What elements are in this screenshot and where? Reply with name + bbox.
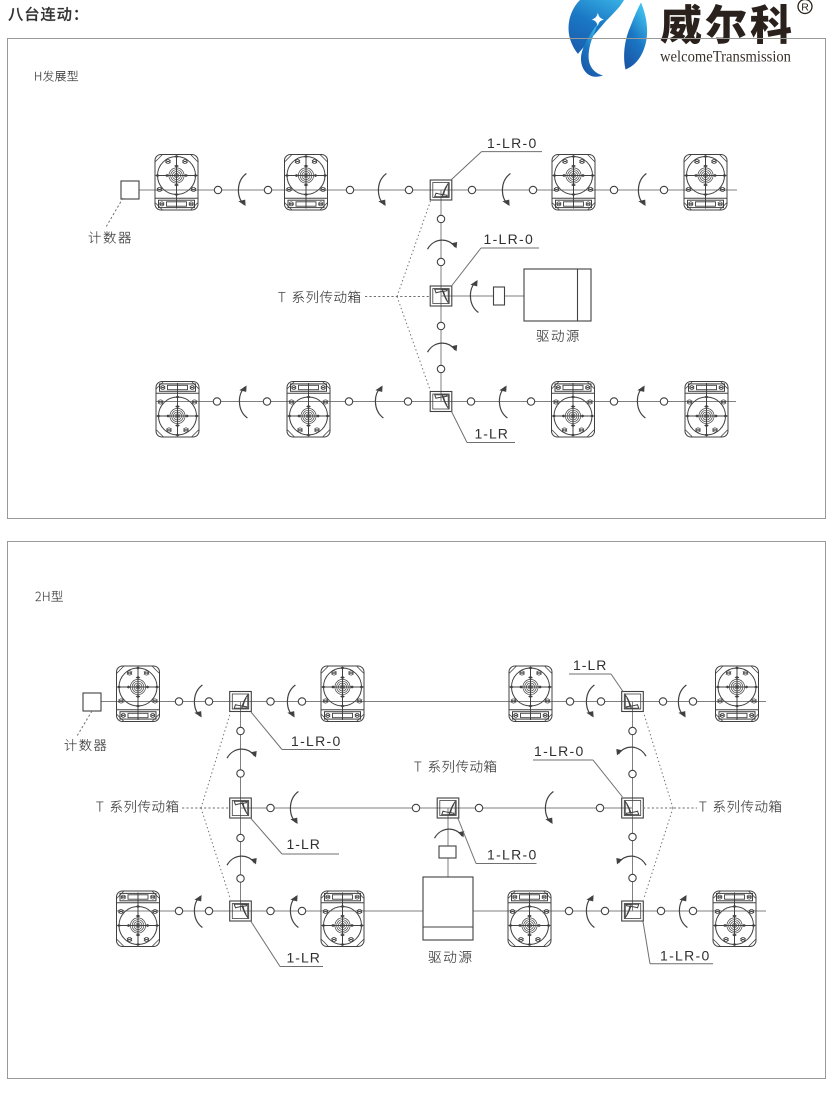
svg-text:1-LR: 1-LR bbox=[287, 836, 321, 852]
svg-text:welcomeTransmission: welcomeTransmission bbox=[660, 49, 791, 66]
svg-text:1-LR-0: 1-LR-0 bbox=[487, 135, 538, 151]
svg-text:1-LR-0: 1-LR-0 bbox=[660, 948, 711, 964]
svg-text:1-LR-0: 1-LR-0 bbox=[484, 231, 535, 247]
svg-text:1-LR-0: 1-LR-0 bbox=[534, 743, 585, 759]
svg-text:1-LR: 1-LR bbox=[573, 657, 607, 673]
svg-text:1-LR: 1-LR bbox=[287, 950, 321, 966]
svg-text:R: R bbox=[801, 1, 809, 13]
svg-text:1-LR-0: 1-LR-0 bbox=[487, 847, 538, 863]
svg-text:1-LR: 1-LR bbox=[475, 426, 509, 442]
svg-text:1-LR-0: 1-LR-0 bbox=[291, 733, 342, 749]
